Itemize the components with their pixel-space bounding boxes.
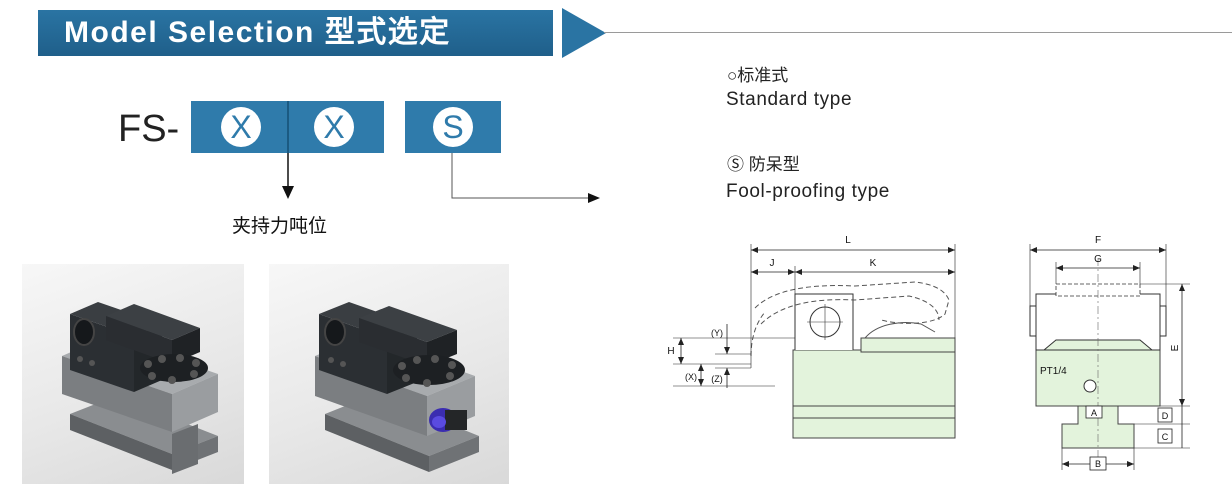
- dim-label-C: C: [1162, 432, 1169, 442]
- dim-label-L: L: [845, 235, 851, 246]
- dim-label-F: F: [1095, 235, 1101, 246]
- code-box-divider: [287, 101, 289, 153]
- option-standard-cn: ○标准式: [727, 66, 789, 85]
- fixture-foolproof-image: [315, 302, 479, 472]
- code-slot-3: S: [433, 107, 473, 147]
- model-prefix: FS-: [118, 108, 180, 150]
- dim-label-X: (X): [685, 372, 697, 382]
- front-view-drawing: PT1/4 F G E A D C B: [1029, 235, 1190, 471]
- dim-label-J: J: [770, 258, 775, 269]
- product-photo-standard: [22, 264, 244, 484]
- dim-label-B: B: [1095, 459, 1101, 469]
- option-standard-en: Standard type: [726, 89, 853, 110]
- port-label: PT1/4: [1040, 366, 1067, 377]
- header-divider-line: [604, 32, 1232, 33]
- circled-s-icon: Ⓢ: [727, 155, 744, 174]
- dim-label-Y: (Y): [711, 328, 723, 338]
- code-slot-2: X: [314, 107, 354, 147]
- dim-label-E: E: [1170, 344, 1181, 351]
- dim-label-D: D: [1162, 411, 1169, 421]
- title-arrow-icon: [562, 8, 606, 58]
- dim-label-H: H: [667, 346, 674, 357]
- tonnage-note: 夹持力吨位: [232, 216, 328, 237]
- code-slot-1: X: [221, 107, 261, 147]
- option-foolproof-en: Fool-proofing type: [726, 181, 890, 202]
- section-title-bar: [38, 10, 553, 56]
- dim-label-G: G: [1094, 254, 1102, 265]
- fixture-standard-image: [62, 302, 218, 474]
- side-view-drawing: L J K H (X) (Y) (Z): [667, 235, 956, 439]
- dim-label-K: K: [870, 258, 877, 269]
- product-photo-foolproof: [269, 264, 509, 484]
- dim-label-Z: (Z): [711, 374, 723, 384]
- option-foolproof-cn: Ⓢ 防呆型: [727, 155, 800, 174]
- circle-outline-icon: ○: [727, 66, 738, 85]
- dim-label-A: A: [1091, 408, 1097, 418]
- section-title: Model Selection 型式选定: [64, 16, 451, 49]
